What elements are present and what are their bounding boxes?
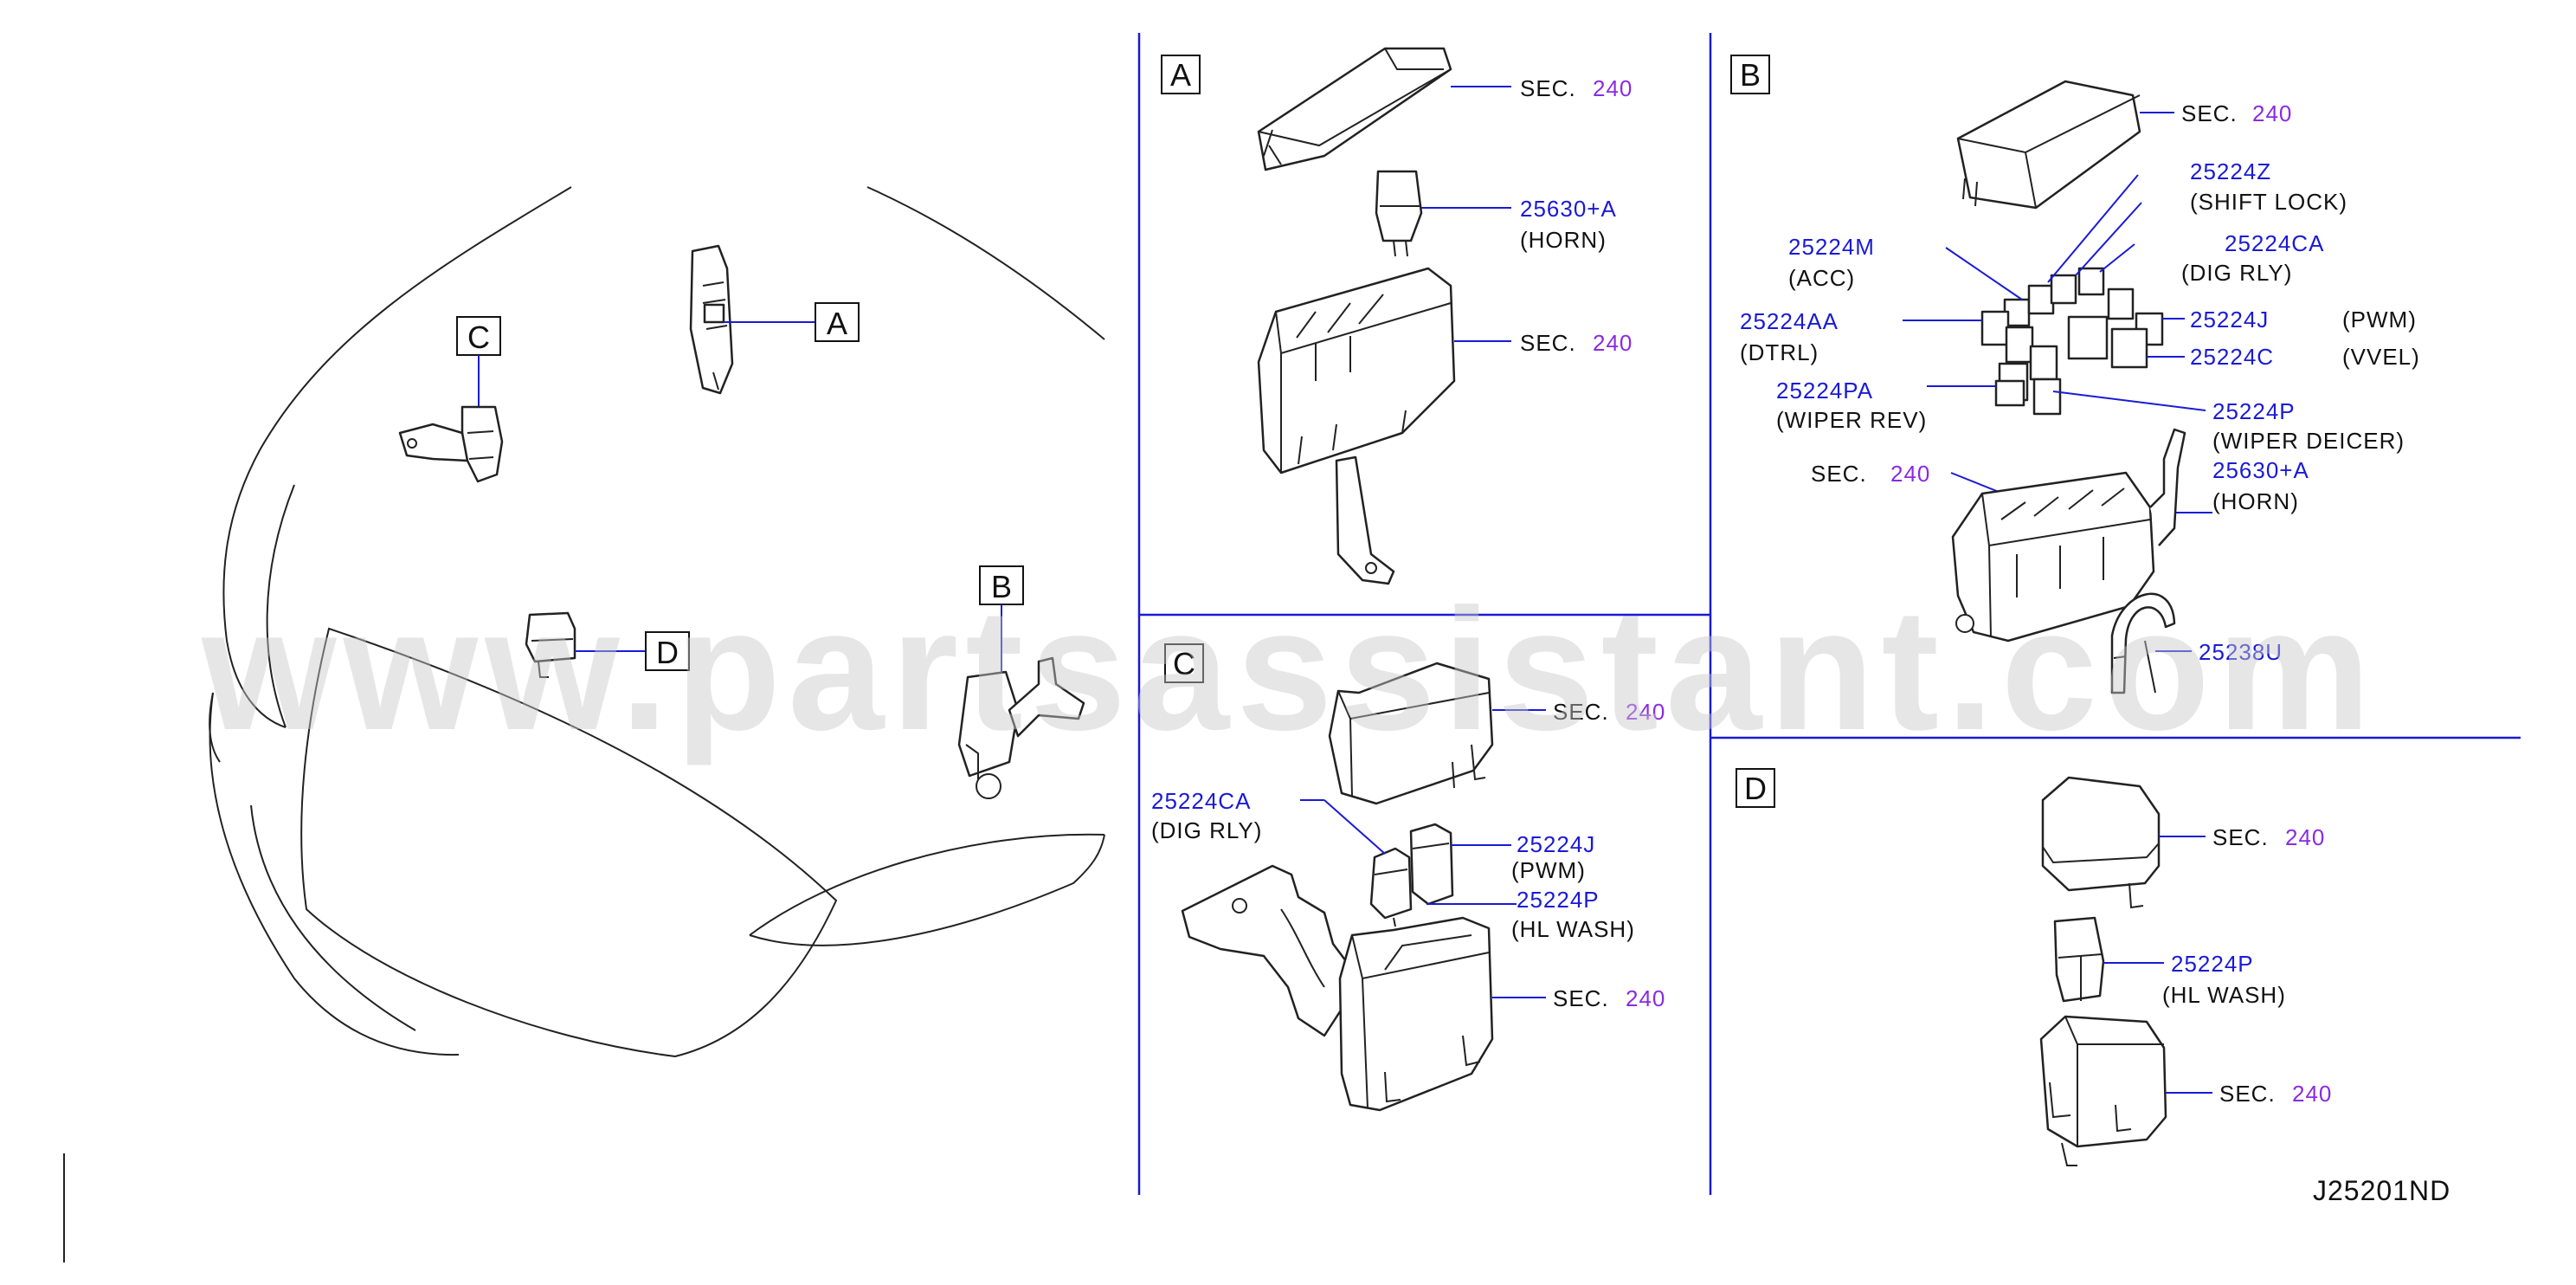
part-25224m-desc: (ACC) xyxy=(1788,265,1855,291)
panel-d-sec-number-1: 240 xyxy=(2285,824,2325,850)
part-25224z: 25224Z xyxy=(2190,158,2271,184)
panel-c-sec-number-1: 240 xyxy=(1626,699,1665,725)
part-25224j-c: 25224J xyxy=(1517,831,1595,857)
panel-d-sec-number-2: 240 xyxy=(2292,1081,2332,1107)
location-c-label: C xyxy=(467,320,490,355)
location-b-label: B xyxy=(991,569,1012,604)
panel-d: D SEC. 240 25224P (HL WASH) SEC. 240 xyxy=(1736,768,2332,1166)
location-d-box xyxy=(645,631,690,671)
part-25224j-c-desc: (PWM) xyxy=(1511,857,1586,883)
panel-c-sec-label-1: SEC. xyxy=(1553,699,1609,725)
part-25630a-b-desc: (HORN) xyxy=(2212,488,2299,514)
panel-c-sec-number-2: 240 xyxy=(1626,985,1665,1011)
location-b-module: B xyxy=(957,565,1085,799)
part-25224p-b-desc: (WIPER DEICER) xyxy=(2212,428,2405,454)
panel-b-sec-label-1: SEC. xyxy=(2181,100,2238,126)
panel-b-sec-number-1: 240 xyxy=(2252,100,2292,126)
watermark-text: www.partsassistant.com xyxy=(201,573,2378,766)
part-25224j-b: 25224J xyxy=(2190,307,2269,333)
panel-c-box xyxy=(1164,643,1204,683)
part-25224c-desc: (VVEL) xyxy=(2342,344,2420,370)
part-25224ca-c: 25224CA xyxy=(1151,788,1251,814)
part-25224ca-b: 25224CA xyxy=(2225,230,2324,256)
location-c-module: C xyxy=(398,316,504,483)
panel-d-part-25224p: 25224P xyxy=(2171,951,2254,977)
location-d-label: D xyxy=(656,635,679,670)
part-25224ca-c-desc: (DIG RLY) xyxy=(1151,817,1262,843)
part-25224m: 25224M xyxy=(1788,234,1875,260)
panel-b: B SEC. 240 xyxy=(1730,55,2420,694)
part-25224z-desc: (SHIFT LOCK) xyxy=(2190,189,2347,215)
part-25224p-b: 25224P xyxy=(2212,398,2296,424)
panel-a-title: A xyxy=(1170,57,1191,93)
panel-b-sec-label-2: SEC. xyxy=(1811,461,1867,487)
panel-b-title: B xyxy=(1740,57,1761,93)
panel-a-sec-number-1: 240 xyxy=(1593,75,1633,101)
panel-d-title: D xyxy=(1744,771,1767,806)
panel-a-sec-label-1: SEC. xyxy=(1520,75,1576,101)
panel-a-box xyxy=(1161,55,1201,94)
relay-cluster xyxy=(1980,267,2164,416)
panel-d-box xyxy=(1736,768,1775,808)
location-d-module: D xyxy=(525,611,690,678)
panel-c-sec-label-2: SEC. xyxy=(1553,985,1609,1011)
part-25224j-b-desc: (PWM) xyxy=(2342,307,2417,333)
part-25238u: 25238U xyxy=(2199,639,2283,665)
location-a-module: A xyxy=(689,244,860,395)
location-a-label: A xyxy=(827,306,847,341)
panel-a-sec-label-2: SEC. xyxy=(1520,330,1576,356)
part-25224c: 25224C xyxy=(2190,344,2274,370)
diagram-code: J25201ND xyxy=(2313,1175,2450,1206)
part-25224p-c-desc: (HL WASH) xyxy=(1511,916,1635,942)
part-25224aa: 25224AA xyxy=(1740,308,1839,334)
panel-b-sec-number-2: 240 xyxy=(1890,461,1930,487)
location-b-box xyxy=(979,565,1024,605)
location-c-box xyxy=(456,316,501,356)
part-25224pa: 25224PA xyxy=(1776,378,1873,404)
part-25224ca-b-desc: (DIG RLY) xyxy=(2181,260,2292,286)
car-front-outline xyxy=(209,186,1105,1058)
panel-dividers xyxy=(63,33,2521,1262)
panel-b-box xyxy=(1730,55,1770,94)
panel-a-horn-description: (HORN) xyxy=(1520,227,1607,253)
part-25224pa-desc: (WIPER REV) xyxy=(1776,407,1927,433)
part-25224aa-desc: (DTRL) xyxy=(1740,339,1819,365)
panel-c: C SEC. 240 25224CA (DIG RLY) 25224J (PWM… xyxy=(1151,643,1665,1112)
panel-d-part-25224p-desc: (HL WASH) xyxy=(2162,982,2286,1008)
panel-d-sec-label-1: SEC. xyxy=(2212,824,2269,850)
panel-a-horn-part-number: 25630+A xyxy=(1520,196,1617,222)
panel-d-sec-label-2: SEC. xyxy=(2219,1081,2276,1107)
panel-a-sec-number-2: 240 xyxy=(1593,330,1633,356)
part-25224p-c: 25224P xyxy=(1517,887,1600,913)
location-a-box xyxy=(815,302,860,342)
panel-c-title: C xyxy=(1173,646,1195,681)
panel-a: A SEC. 240 25630+A (HORN) SEC. 240 xyxy=(1161,47,1633,585)
part-25630a-b: 25630+A xyxy=(2212,457,2309,483)
